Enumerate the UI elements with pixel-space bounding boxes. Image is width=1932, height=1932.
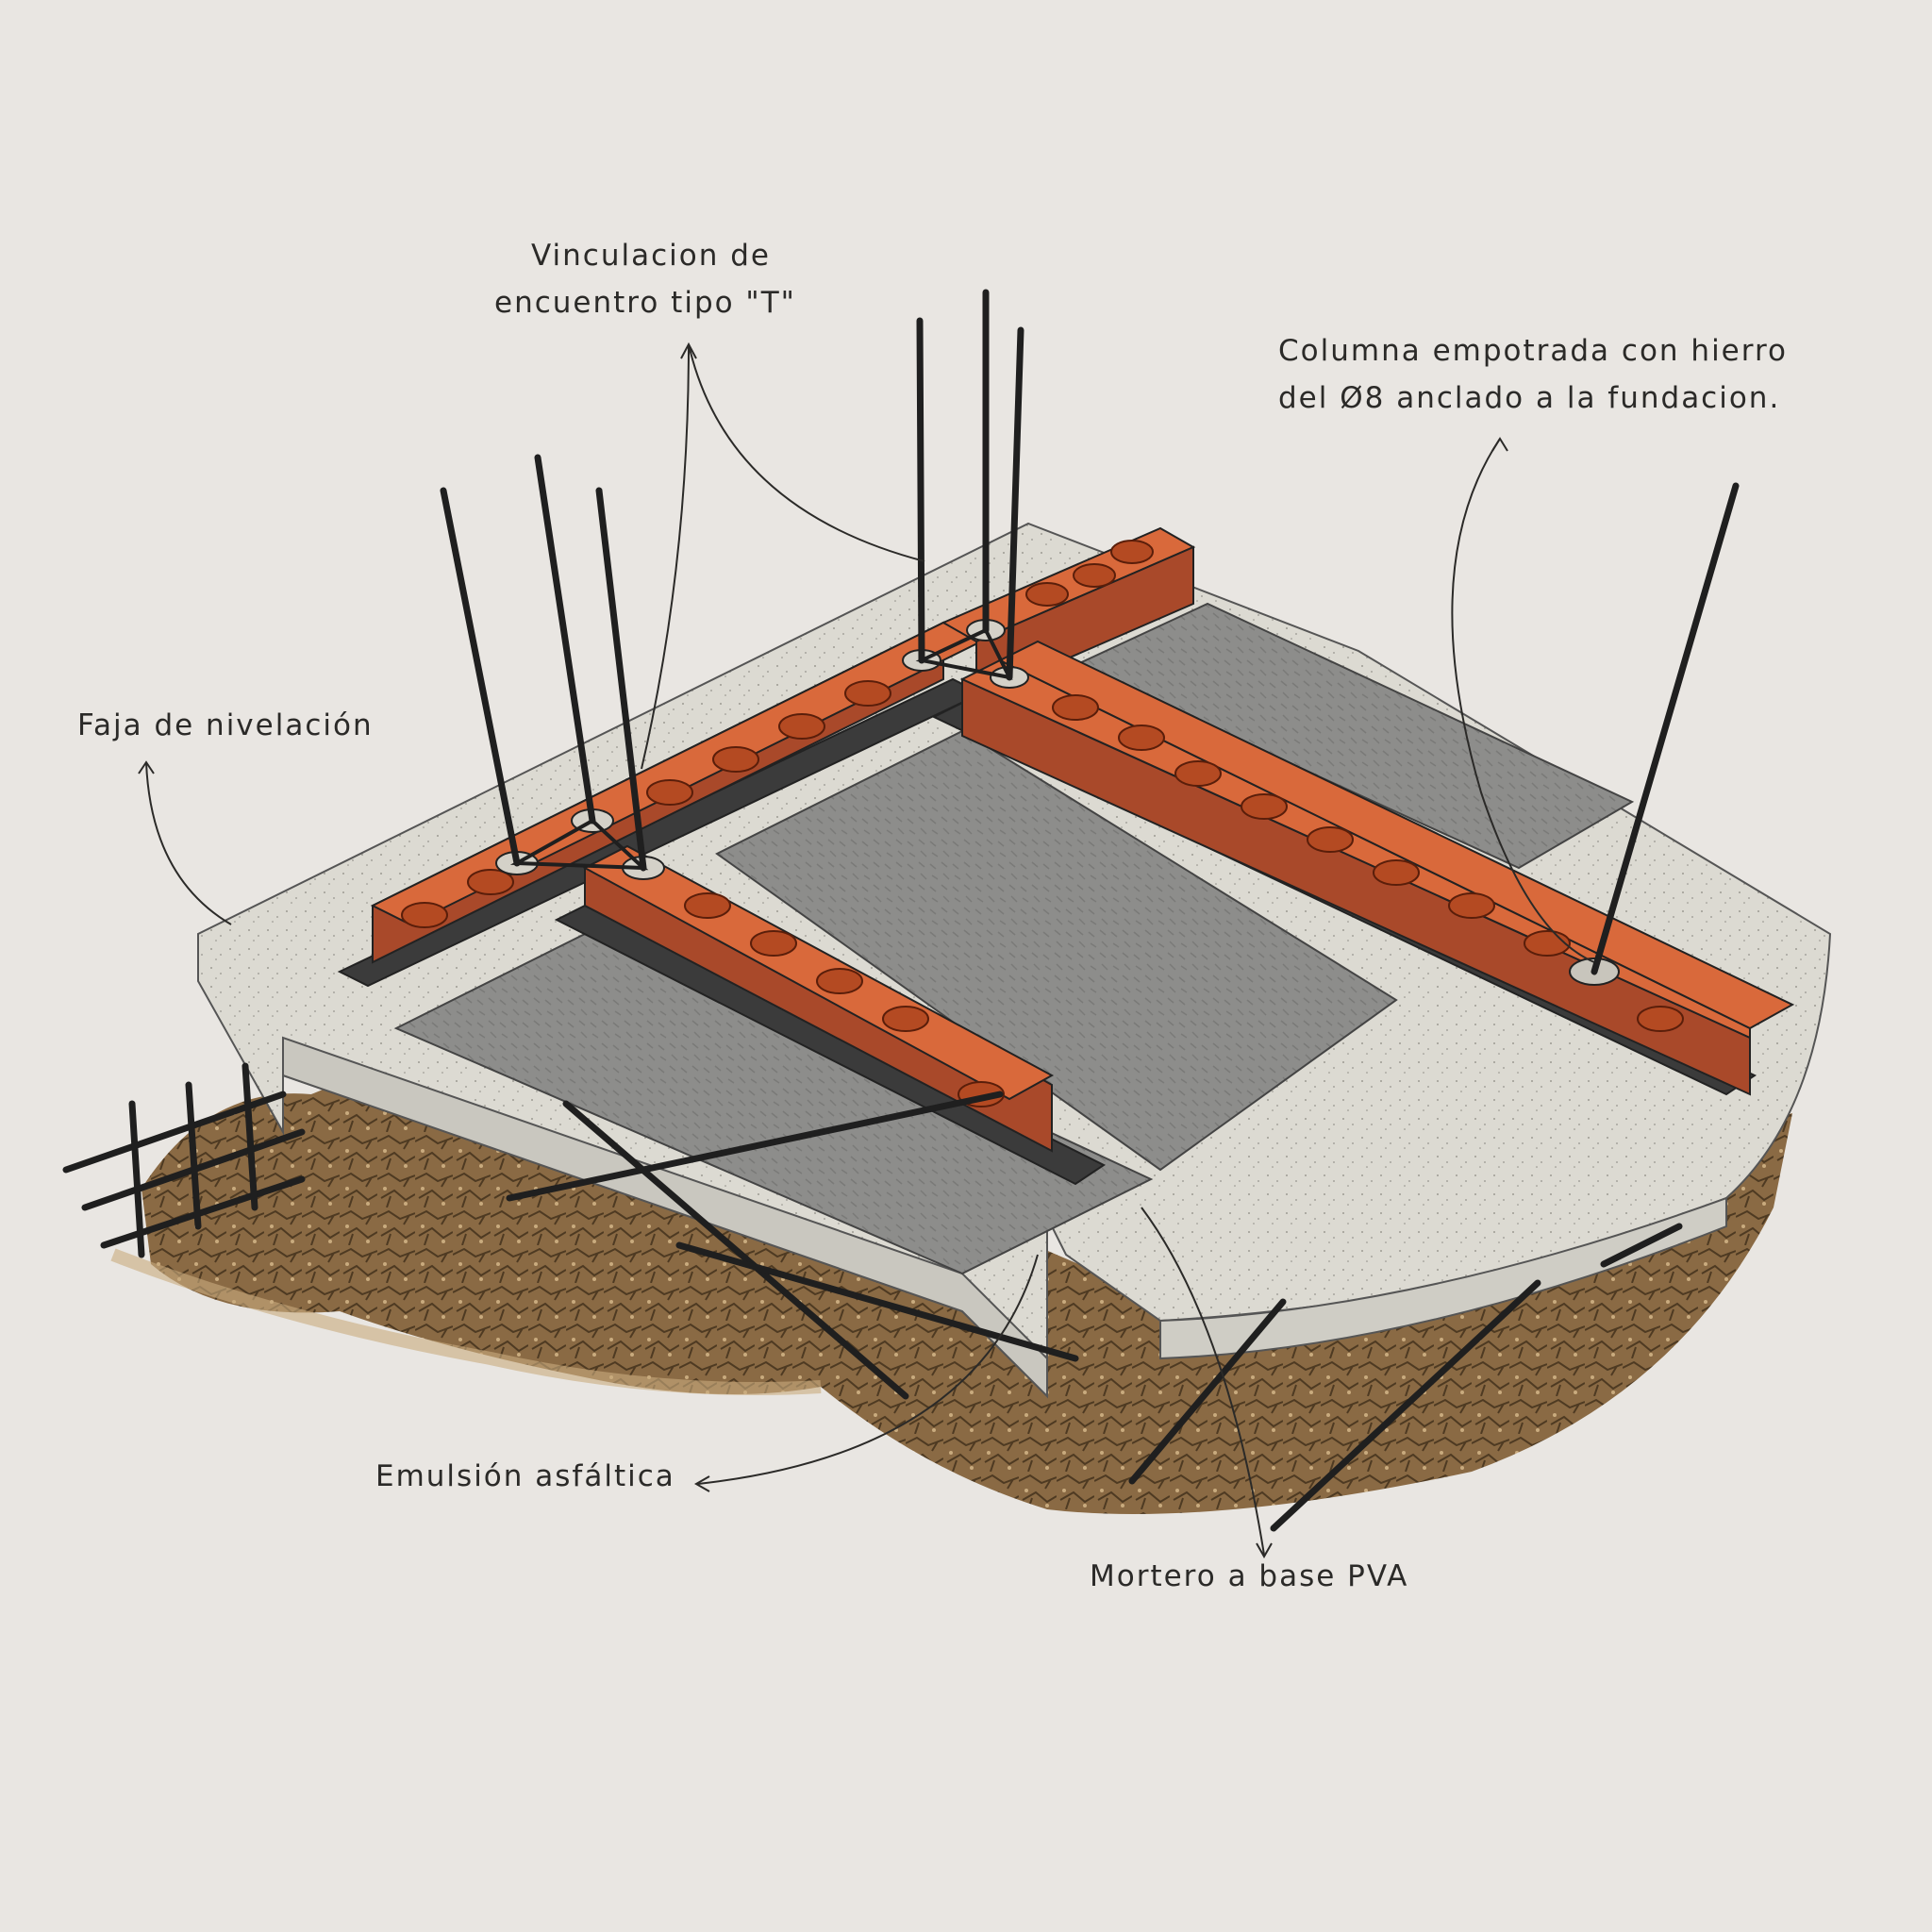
rebar-rod-icon [440,289,1740,975]
annotation-column-line1: Columna empotrada con hierro [1278,334,1788,368]
steel-mesh [62,1062,1683,1532]
arrow-leader-icon [138,341,1595,1559]
annotation-faja: Faja de nivelación [77,708,374,742]
annotation-tee-line2: encuentro tipo "T" [494,286,796,320]
annotation-tee-line1: Vinculacion de [531,239,771,273]
annotation-mortero: Mortero a base PVA [1090,1559,1409,1593]
annotation-column-line2: del Ø8 anclado a la fundacion. [1278,381,1781,415]
inner-slab-right [1073,602,1635,870]
annotation-emulsion: Emulsión asfáltica [375,1459,675,1493]
stirrups [509,627,1013,871]
inner-slab-front [393,923,1154,1275]
